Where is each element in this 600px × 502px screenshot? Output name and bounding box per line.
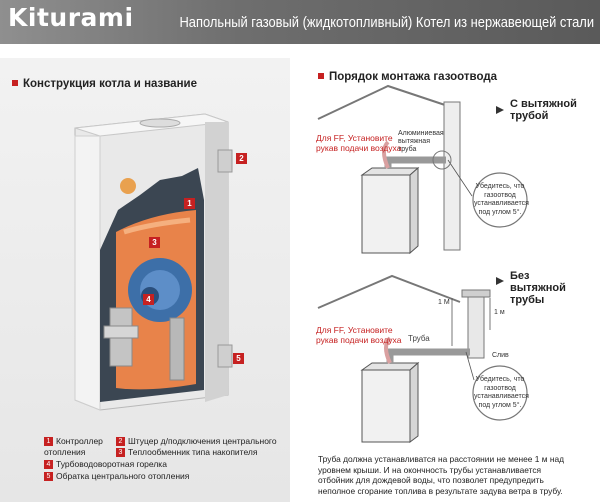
- callout-3: 3: [149, 237, 160, 248]
- flue-pipe-2: [386, 348, 470, 363]
- return-fitting: [217, 344, 233, 368]
- case2-pipe-label: Труба: [408, 334, 430, 343]
- roof-2: [317, 274, 461, 309]
- info-bubble-1: [472, 172, 528, 228]
- chimney-1: [443, 101, 461, 251]
- callout-1: 1: [184, 198, 195, 209]
- flue-collar: [139, 118, 181, 128]
- case2-dim-1: 1 М: [438, 299, 450, 306]
- roof-1: [317, 84, 449, 120]
- boiler-unit-2: [361, 369, 411, 443]
- callout-5: 5: [233, 353, 244, 364]
- boiler-unit-1: [361, 174, 411, 254]
- construction-section-title: Конструкция котла и название: [12, 78, 197, 90]
- flue-pipe-1: [384, 156, 446, 168]
- arrow-icon-1: [496, 106, 504, 114]
- flue-installation-note: Труба должна устанавливатся на расстояни…: [318, 454, 565, 496]
- flue-section-title: Порядок монтажа газоотвода: [318, 71, 497, 83]
- boiler-side: [205, 122, 228, 402]
- page-title: Напольный газовый (жидкотопливный) Котел…: [179, 14, 594, 31]
- kiturami-logo: Kiturami: [8, 3, 134, 32]
- supply-fitting: [217, 149, 233, 173]
- bullet-icon: [12, 79, 18, 86]
- header-banner: Kiturami Напольный газовый (жидкотопливн…: [0, 0, 600, 44]
- boiler-front-edge: [74, 135, 101, 411]
- case2-dim-2: 1 м: [494, 309, 505, 316]
- brand-badge-icon: [120, 178, 136, 194]
- info-bubble-2: [472, 365, 528, 421]
- legend-item-heating-cont: отопления: [44, 447, 86, 457]
- arrow-icon-2: [496, 277, 504, 285]
- callout-2: 2: [236, 153, 247, 164]
- bullet-icon: [318, 72, 324, 79]
- vertical-pipe-2: [467, 295, 485, 359]
- case2-drain-label: Слив: [492, 352, 509, 359]
- callout-4: 4: [143, 294, 154, 305]
